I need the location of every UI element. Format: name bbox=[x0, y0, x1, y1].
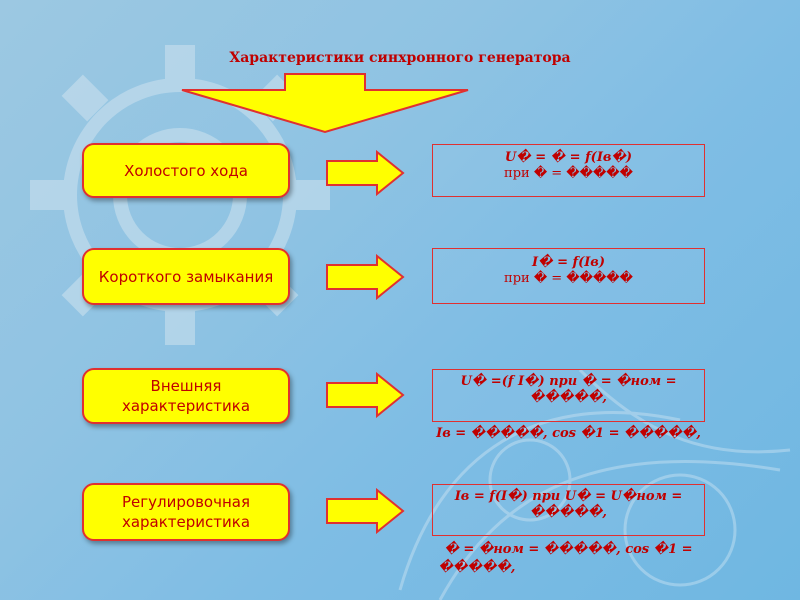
formula-short-circuit: 𝑰� = 𝒇(𝑰в) при � = ����� bbox=[432, 248, 705, 304]
label-no-load: Холостого хода bbox=[82, 143, 290, 198]
label-short-circuit: Короткого замыкания bbox=[82, 248, 290, 305]
formula-line: при � = ����� bbox=[504, 271, 633, 286]
formula-line: при � = ����� bbox=[504, 166, 633, 181]
formula-line: 𝑼� =(𝒇 𝑰�) при � = �ном = bbox=[460, 374, 677, 389]
formula-line: �����, bbox=[530, 505, 607, 520]
right-arrow-icon bbox=[326, 150, 405, 196]
page-title: Характеристики синхронного генератора bbox=[229, 50, 571, 66]
formula-line: 𝑼� = � = 𝒇(𝑰в�) bbox=[504, 150, 633, 165]
right-arrow-icon bbox=[326, 488, 405, 534]
right-arrow-icon bbox=[326, 254, 405, 300]
formula-extra-line: 𝑰в = �����, cos �1 = �����, bbox=[436, 426, 701, 441]
formula-external-characteristic: 𝑼� =(𝒇 𝑰�) при � = �ном = �����, bbox=[432, 369, 705, 422]
right-arrow-icon bbox=[326, 372, 405, 418]
decorative-lines-background bbox=[398, 368, 791, 600]
formula-extra-line: �����, bbox=[438, 560, 516, 575]
formula-line: �����, bbox=[530, 390, 607, 405]
formula-line: 𝑰в = 𝒇(𝑰�) при 𝑼� = 𝑼�ном = bbox=[454, 489, 683, 504]
label-regulating-characteristic: Регулировочная характеристика bbox=[82, 483, 290, 541]
formula-extra-line: � = �ном = �����, cos �1 = bbox=[444, 542, 693, 557]
label-external-characteristic: Внешняя характеристика bbox=[82, 368, 290, 424]
big-down-arrow-icon bbox=[181, 73, 469, 134]
formula-line: 𝑰� = 𝒇(𝑰в) bbox=[531, 255, 605, 270]
formula-regulating-characteristic: 𝑰в = 𝒇(𝑰�) при 𝑼� = 𝑼�ном = �����, bbox=[432, 484, 705, 536]
formula-no-load: 𝑼� = � = 𝒇(𝑰в�) при � = ����� bbox=[432, 144, 705, 197]
